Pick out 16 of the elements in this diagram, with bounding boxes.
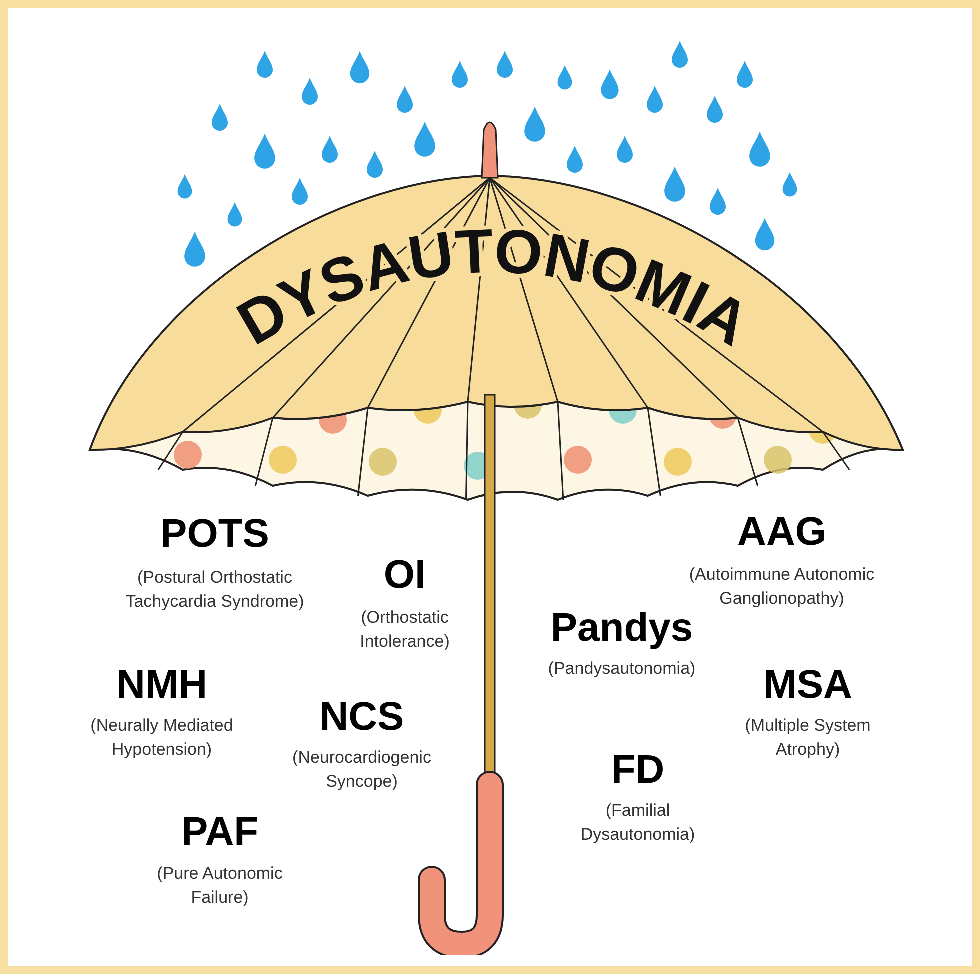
condition-name: (Orthostatic Intolerance) [359,607,451,653]
condition-name: (Multiple System Atrophy) [744,715,872,761]
condition-name: (Familial Dysautonomia) [580,800,696,846]
condition-abbreviation: AAG [738,510,826,554]
condition-abbreviation: NCS [320,695,404,739]
condition-abbreviation: PAF [181,810,259,854]
condition-abbreviation: FD [611,748,665,792]
condition-abbreviation: OI [384,553,426,597]
condition-name: (Neurally Mediated Hypotension) [90,715,234,761]
condition-name: (Pure Autonomic Failure) [156,863,284,909]
condition-abbreviation: NMH [116,663,208,707]
condition-abbreviation: POTS [160,512,270,556]
condition-name: (Pandysautonomia) [547,658,697,680]
condition-name: (Neurocardiogenic Syncope) [292,747,432,793]
condition-name: (Postural Orthostatic Tachycardia Syndrome) [124,567,306,613]
condition-abbreviation: MSA [764,663,852,707]
